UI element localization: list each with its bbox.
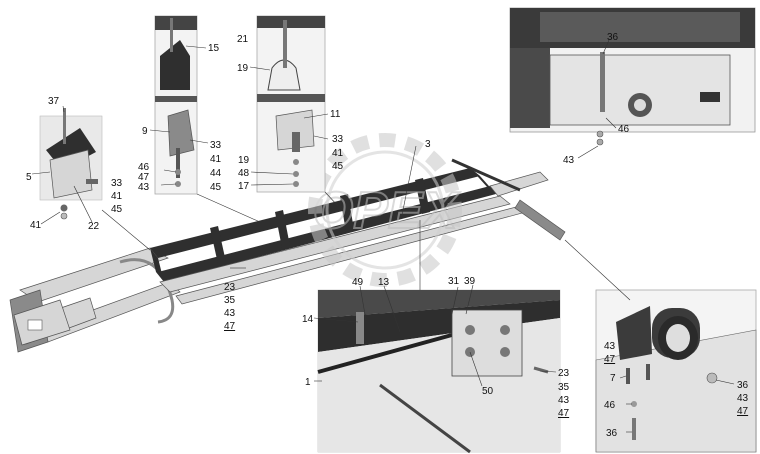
- label-33: 33: [332, 134, 344, 145]
- inset-bracket-11: [256, 15, 326, 193]
- callout-labels: 37 5 41 22 33 41 45 15 9 33 41 44 45 46 …: [26, 32, 749, 439]
- label-43: 43: [558, 395, 570, 406]
- label-47: 47: [737, 406, 749, 417]
- label-45: 45: [210, 182, 222, 193]
- label-48: 48: [238, 168, 250, 179]
- label-36: 36: [606, 428, 618, 439]
- label-31: 31: [448, 276, 460, 287]
- label-15: 15: [208, 43, 220, 54]
- inset-bracket-9: [154, 15, 198, 195]
- label-45: 45: [332, 161, 344, 172]
- label-41: 41: [332, 148, 344, 159]
- label-7: 7: [610, 373, 616, 384]
- label-43: 43: [737, 393, 749, 404]
- inset-middle: [317, 289, 561, 454]
- label-46: 46: [604, 400, 616, 411]
- label-41: 41: [210, 154, 222, 165]
- leader-lines: [31, 39, 735, 433]
- label-47: 47: [224, 321, 236, 332]
- label-39: 39: [464, 276, 476, 287]
- label-43: 43: [604, 341, 616, 352]
- label-5: 5: [26, 172, 32, 183]
- label-13: 13: [378, 277, 390, 288]
- label-43: 43: [224, 308, 236, 319]
- label-37: 37: [48, 96, 60, 107]
- label-19: 19: [237, 63, 249, 74]
- label-36: 36: [737, 380, 749, 391]
- label-46: 46: [618, 124, 630, 135]
- label-36: 36: [607, 32, 619, 43]
- label-50: 50: [482, 386, 494, 397]
- label-23: 23: [224, 282, 236, 293]
- label-11: 11: [330, 109, 341, 120]
- label-46: 46: [138, 162, 150, 173]
- label-47: 47: [558, 408, 570, 419]
- label-9: 9: [142, 126, 148, 137]
- label-21: 21: [237, 34, 249, 45]
- label-41: 41: [111, 191, 123, 202]
- label-3: 3: [425, 139, 431, 150]
- label-1: 1: [305, 377, 311, 388]
- label-33: 33: [111, 178, 123, 189]
- watermark-text: ОРЕХ: [313, 182, 461, 240]
- label-35: 35: [558, 382, 570, 393]
- label-35: 35: [224, 295, 236, 306]
- label-43: 43: [138, 182, 150, 193]
- label-19: 19: [238, 155, 250, 166]
- label-47: 47: [604, 354, 616, 365]
- label-49: 49: [352, 277, 364, 288]
- label-14: 14: [302, 314, 314, 325]
- label-33: 33: [210, 140, 222, 151]
- label-45: 45: [111, 204, 123, 215]
- watermark-logo: ОРЕХ: [308, 133, 462, 287]
- label-44: 44: [210, 168, 222, 179]
- inset-top-right: [509, 7, 756, 146]
- inset-bracket-5: [39, 108, 103, 220]
- label-22: 22: [88, 221, 100, 232]
- label-23: 23: [558, 368, 570, 379]
- inset-bottom-right: [595, 289, 757, 453]
- label-43: 43: [563, 155, 575, 166]
- label-41: 41: [30, 220, 42, 231]
- label-17: 17: [238, 181, 250, 192]
- label-47: 47: [138, 172, 150, 183]
